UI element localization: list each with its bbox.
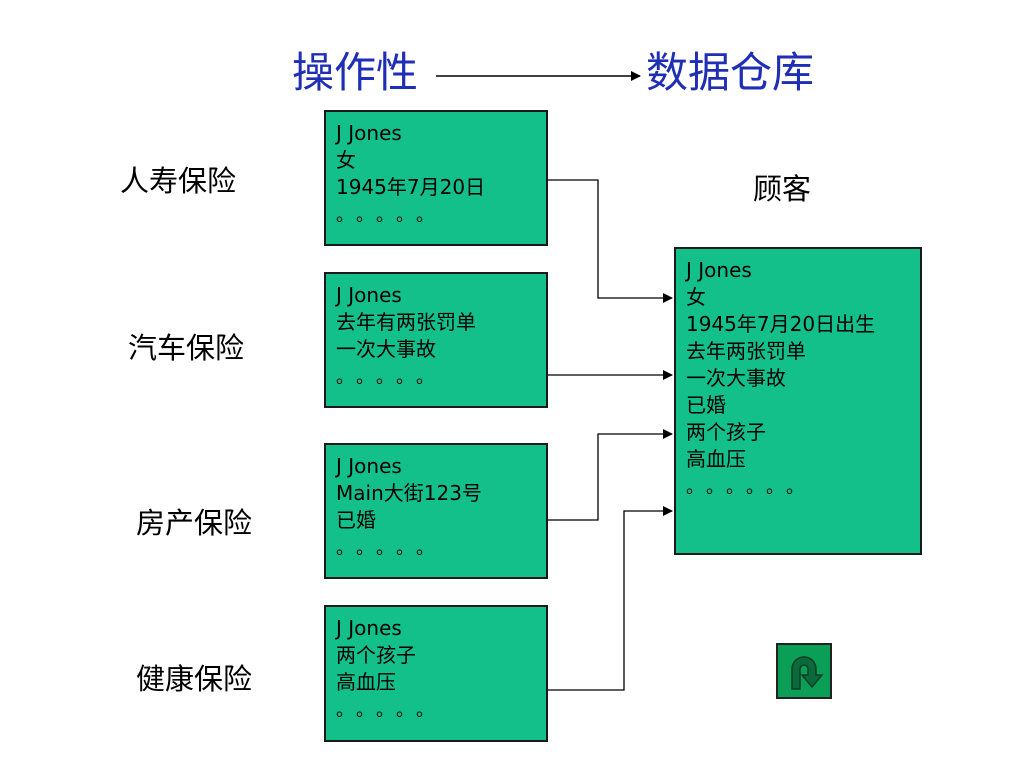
customer-line: 两个孩子 — [686, 420, 766, 444]
category-label-auto-insurance: 汽车保险 — [128, 331, 245, 365]
source-box-health: J Jones 两个孩子 高血压 。。。。。 — [324, 605, 548, 742]
record-line: 1945年7月20日 — [336, 175, 486, 199]
title-source: 操作性 — [292, 48, 419, 97]
record-line: 高血压 — [336, 670, 396, 694]
record-line: Main大街123号 — [336, 481, 482, 505]
u-turn-arrow-icon — [791, 656, 824, 690]
customer-line: 高血压 — [686, 447, 746, 471]
customer-line: 1945年7月20日出生 — [686, 312, 876, 336]
source-box-property: J Jones Main大街123号 已婚 。。。。。 — [324, 443, 548, 579]
category-label-health-insurance: 健康保险 — [136, 662, 253, 696]
customer-box: J Jones 女 1945年7月20日出生 去年两张罚单 一次大事故 已婚 两… — [674, 247, 922, 555]
category-label-property-insurance: 房产保险 — [136, 506, 253, 540]
customer-ellipsis: 。。。。。。 — [686, 477, 815, 498]
record-line: J Jones — [336, 616, 402, 640]
record-ellipsis: 。。。。。 — [336, 700, 445, 721]
return-button[interactable] — [776, 643, 832, 699]
connector-property — [548, 429, 673, 521]
record-line: J Jones — [336, 121, 402, 145]
customer-label: 顾客 — [753, 172, 812, 206]
customer-line: J Jones — [686, 258, 752, 282]
title-target: 数据仓库 — [646, 48, 815, 97]
record-line: J Jones — [336, 454, 402, 478]
source-box-auto: J Jones 去年有两张罚单 一次大事故 。。。。。 — [324, 272, 548, 408]
record-ellipsis: 。。。。。 — [336, 367, 445, 388]
customer-line: 去年两张罚单 — [686, 339, 806, 363]
record-line: 已婚 — [336, 508, 376, 532]
connector-health — [548, 506, 673, 691]
record-line: 女 — [336, 148, 356, 172]
customer-line: 一次大事故 — [686, 366, 786, 390]
category-label-life-insurance: 人寿保险 — [120, 164, 237, 198]
record-line: 一次大事故 — [336, 337, 436, 361]
connector-life — [548, 179, 673, 303]
customer-line: 已婚 — [686, 393, 726, 417]
record-line: 去年有两张罚单 — [336, 310, 476, 334]
record-ellipsis: 。。。。。 — [336, 205, 445, 226]
record-line: 两个孩子 — [336, 643, 416, 667]
record-ellipsis: 。。。。。 — [336, 538, 445, 559]
source-box-life: J Jones 女 1945年7月20日 。。。。。 — [324, 110, 548, 246]
record-line: J Jones — [336, 283, 402, 307]
customer-line: 女 — [686, 285, 706, 309]
